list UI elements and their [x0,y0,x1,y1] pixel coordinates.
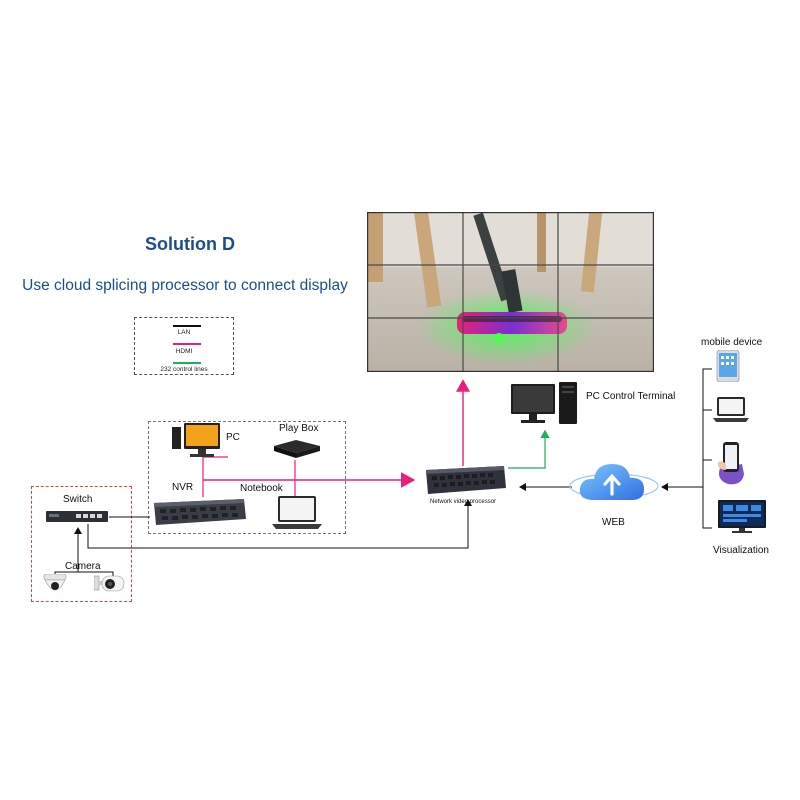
nvr-icon [150,497,248,532]
phone-hand-icon [714,440,748,491]
play-box-label: Play Box [279,423,319,434]
web-cloud-icon [568,452,660,519]
notebook-label: Notebook [240,483,283,494]
source-group-box [148,421,346,534]
switch-label: Switch [63,494,93,505]
pc-terminal-label: PC Control Terminal [586,391,676,402]
legend-control-swatch [173,362,201,364]
dome-camera-icon [42,573,68,601]
visualization-label: Visualization [713,545,769,556]
legend: LAN HDMI 232 control lines [134,317,234,375]
bullet-camera-icon [93,574,126,601]
legend-hdmi-swatch [173,343,201,345]
web-label: WEB [602,517,625,528]
pc-terminal-icon [511,382,581,431]
notebook-icon [272,496,322,535]
switch-icon [46,510,108,528]
legend-lan-swatch [173,325,201,327]
pc-label: PC [226,432,240,443]
camera-group-box [31,486,132,602]
video-wall [367,212,654,372]
processor-label: Network video processor [430,499,497,505]
visualization-monitor-icon [718,500,766,539]
processor-icon [424,464,508,501]
legend-control-label: 232 control lines [160,366,208,373]
pc-icon [172,423,222,464]
nvr-label: NVR [172,482,194,493]
mobile-device-label: mobile device [701,337,763,348]
play-box-icon [270,438,322,465]
laptop-icon [713,397,749,428]
tablet-icon [716,349,744,387]
camera-label: Camera [65,561,101,572]
diagram-title: Solution D [145,234,235,254]
diagram-subtitle: Use cloud splicing processor to connect … [22,277,348,294]
legend-hdmi-label: HDMI [175,348,193,355]
legend-lan-label: LAN [177,329,191,336]
